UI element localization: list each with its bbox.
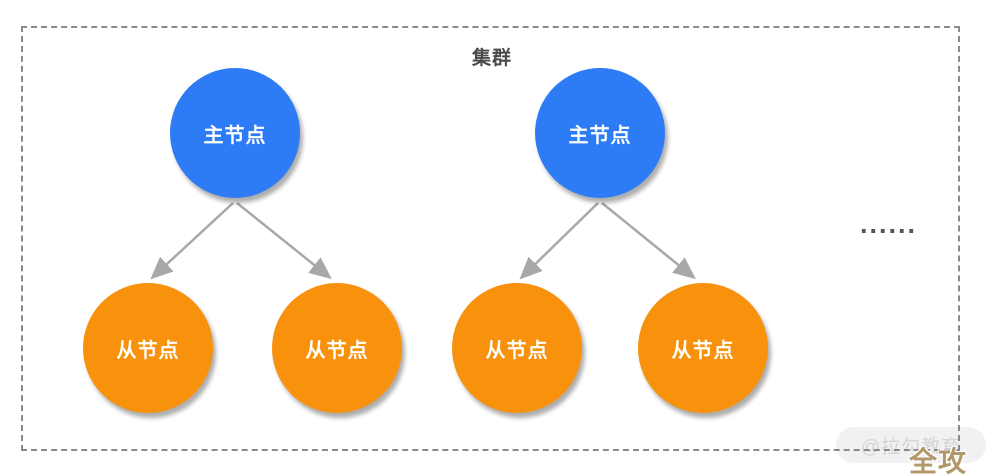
slave-node-3: 从节点: [452, 283, 582, 413]
arrow-master1-slave1: [150, 202, 234, 280]
slave-node-1-label: 从节点: [116, 339, 180, 362]
watermark-text: @拉勾教育: [860, 436, 962, 458]
arrow-master1-slave2: [236, 202, 332, 280]
slave-node-2-label: 从节点: [305, 339, 369, 362]
master-node-2-label: 主节点: [568, 124, 632, 147]
slave-node-1: 从节点: [83, 283, 213, 413]
arrow-master2-slave3: [519, 202, 599, 280]
slave-node-4: 从节点: [638, 283, 768, 413]
slave-node-2: 从节点: [272, 283, 402, 413]
master-node-1-label: 主节点: [203, 124, 267, 147]
watermark-pill: @拉勾教育: [836, 427, 986, 463]
more-clusters-ellipsis: ......: [860, 209, 918, 239]
slave-node-3-label: 从节点: [485, 339, 549, 362]
master-node-2: 主节点: [535, 68, 665, 198]
cluster-title: 集群: [471, 48, 512, 69]
arrow-master2-slave4: [601, 202, 696, 280]
corner-badge: 全攻略: [909, 446, 968, 474]
slave-node-4-label: 从节点: [671, 339, 735, 362]
master-node-1: 主节点: [170, 68, 300, 198]
